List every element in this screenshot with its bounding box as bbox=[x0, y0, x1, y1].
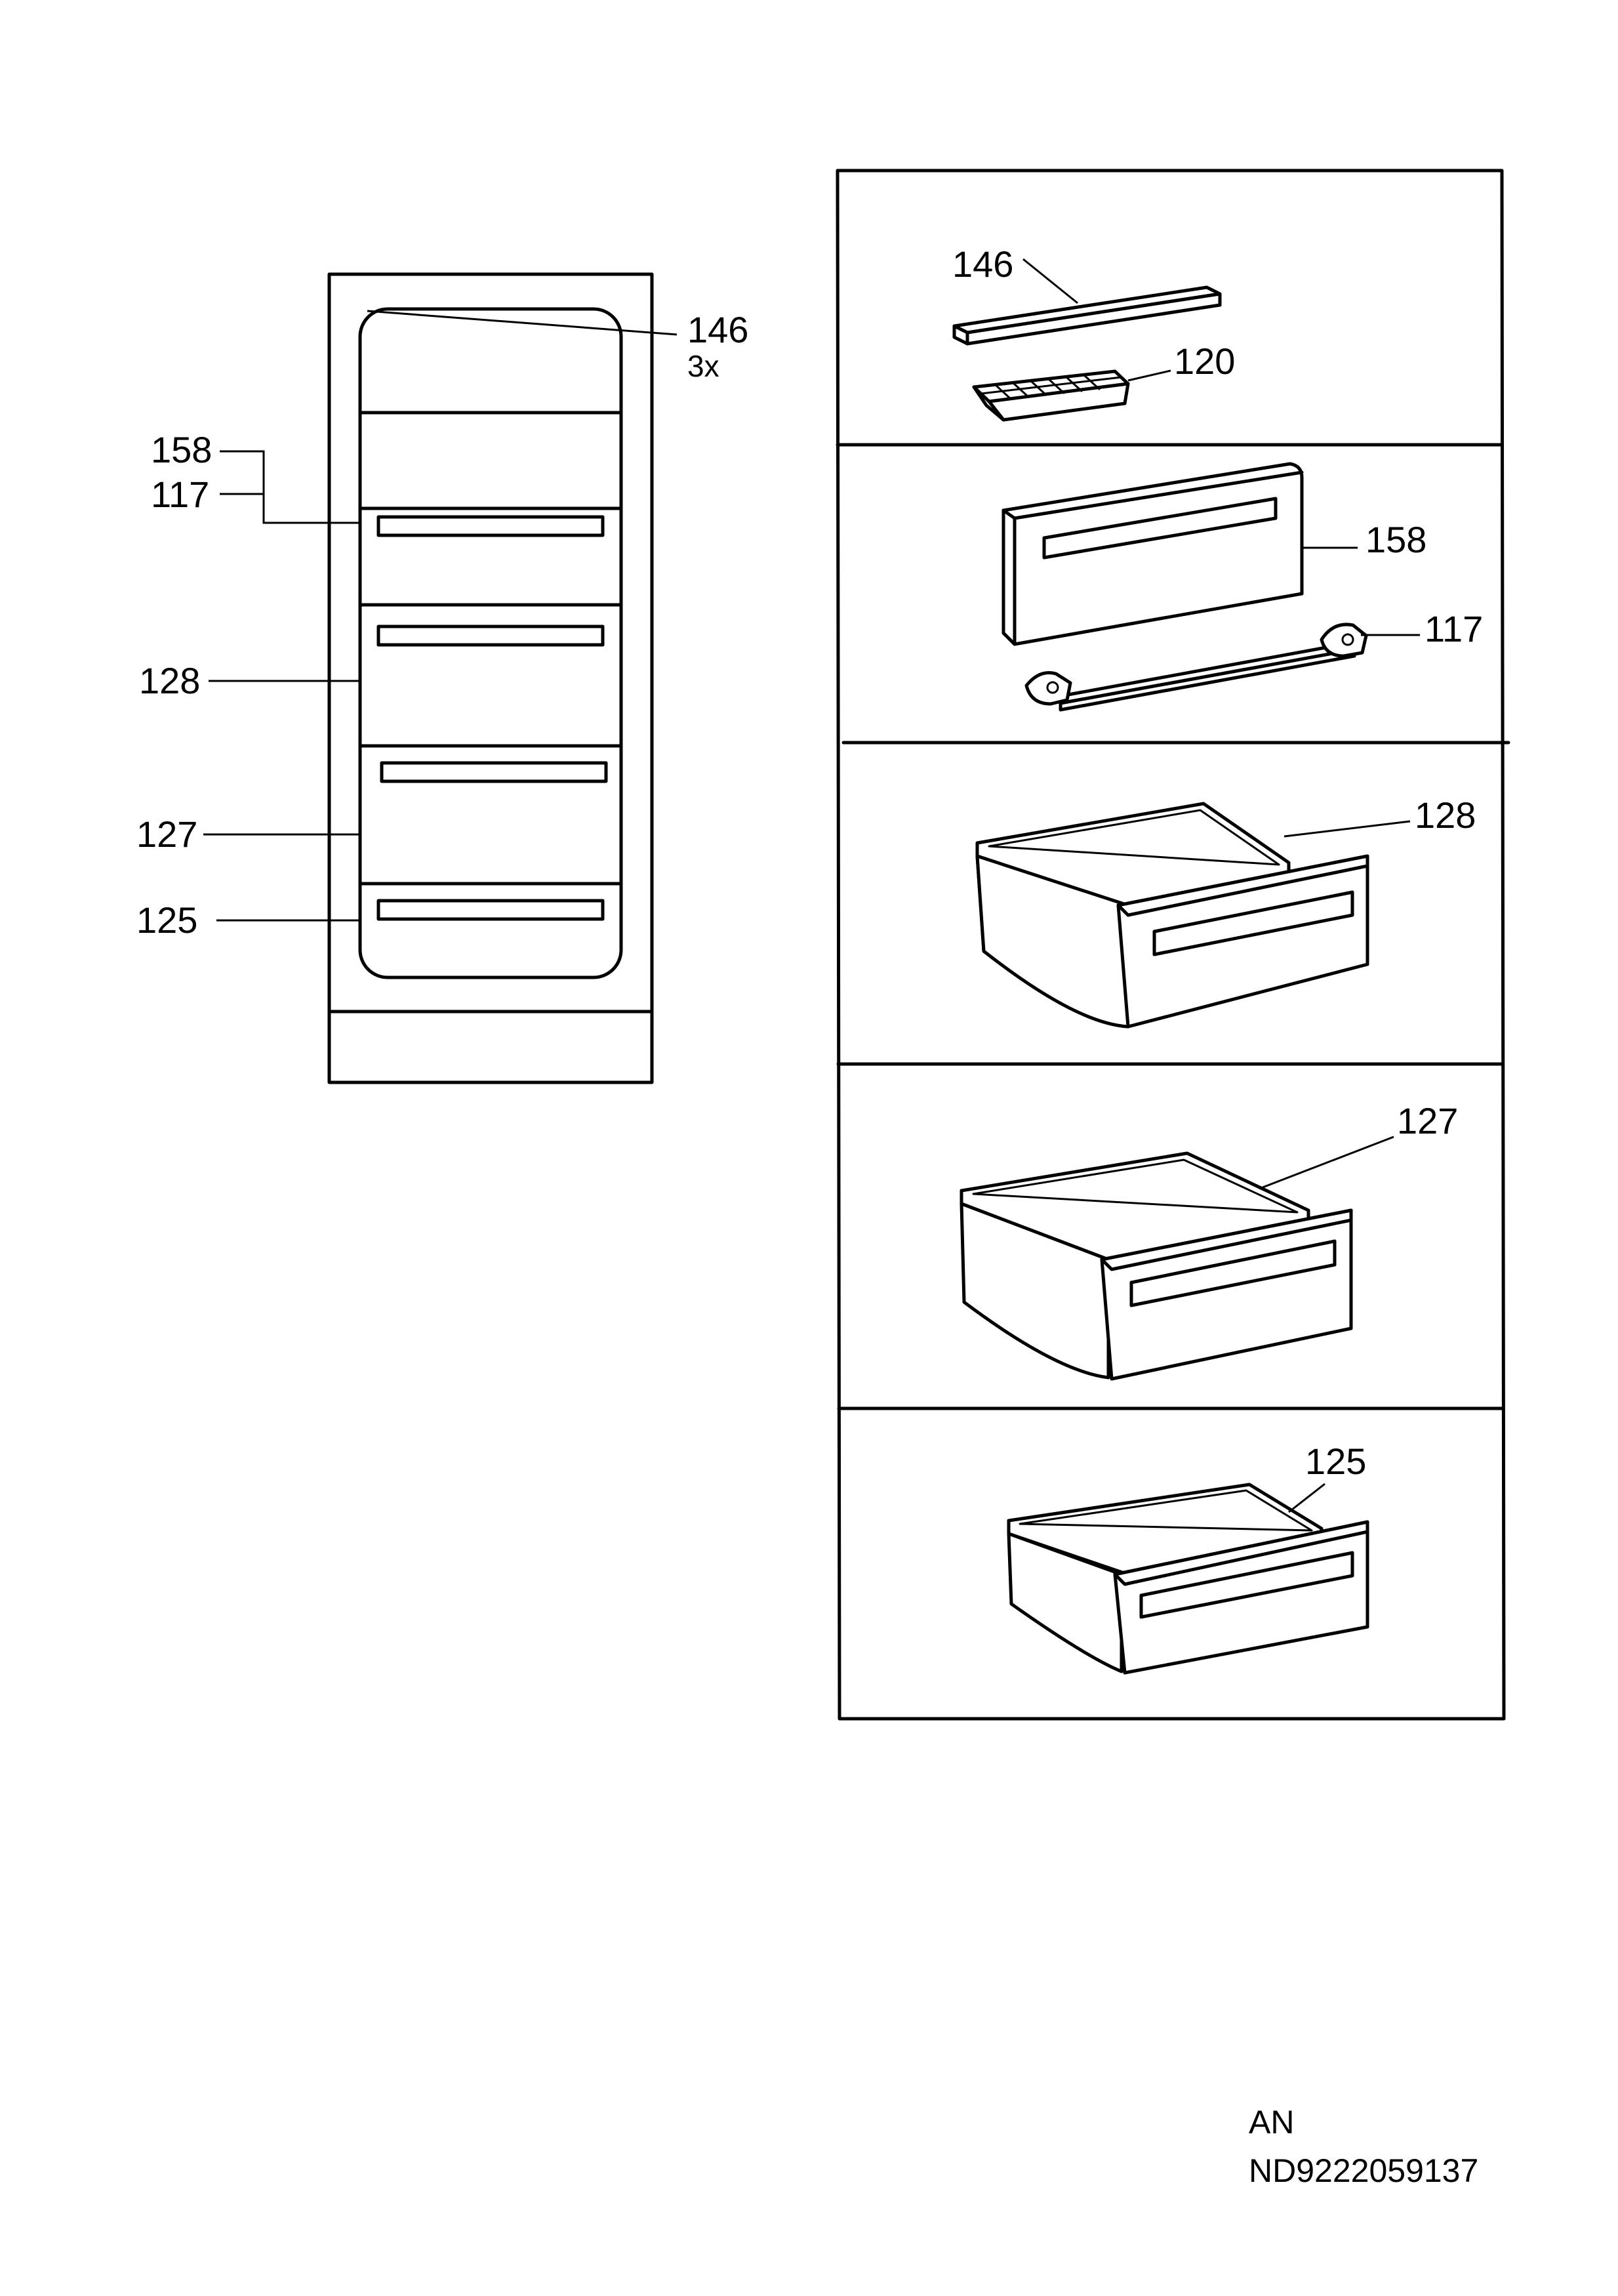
panel-125: 125 bbox=[1007, 1441, 1369, 1675]
label-128-detail: 128 bbox=[1415, 794, 1476, 836]
panel-146-120: 146 120 bbox=[952, 243, 1235, 422]
footer-line-1: AN bbox=[1249, 2104, 1294, 2141]
label-158-detail: 158 bbox=[1365, 519, 1426, 560]
leader-127-detail bbox=[1259, 1136, 1394, 1190]
part-158-drawer-front bbox=[1001, 462, 1304, 646]
footer-line-2: ND9222059137 bbox=[1249, 2152, 1478, 2189]
handle-128 bbox=[376, 625, 605, 647]
handle-127 bbox=[380, 761, 608, 783]
callout-117: 117 bbox=[151, 474, 209, 515]
part-125-drawer bbox=[1007, 1483, 1369, 1675]
part-127-drawer bbox=[960, 1151, 1353, 1381]
label-146-detail: 146 bbox=[952, 243, 1013, 285]
detail-frame-outline bbox=[836, 169, 1506, 1721]
part-120-ice-tray bbox=[972, 369, 1130, 422]
leader-146-detail bbox=[1022, 258, 1078, 304]
label-117-detail: 117 bbox=[1425, 608, 1483, 649]
callout-125: 125 bbox=[136, 899, 197, 941]
leader-120 bbox=[1127, 369, 1171, 382]
part-146-strip-front bbox=[965, 292, 1222, 346]
panel-128: 128 bbox=[975, 794, 1476, 1029]
part-117-rail bbox=[1024, 623, 1368, 712]
leader-146 bbox=[367, 310, 678, 336]
part-125-handle bbox=[1139, 1551, 1354, 1619]
callout-158: 158 bbox=[151, 429, 212, 470]
leader-158-117 bbox=[220, 450, 360, 524]
cabinet-interior bbox=[358, 307, 623, 979]
label-125-detail: 125 bbox=[1305, 1441, 1366, 1482]
label-127-detail: 127 bbox=[1397, 1100, 1458, 1141]
freezer-overview: 146 3x 158 117 128 127 125 bbox=[136, 272, 748, 1084]
callout-146: 146 bbox=[687, 309, 748, 350]
callout-146-qty: 3x bbox=[687, 349, 719, 383]
part-127-handle bbox=[1129, 1239, 1337, 1307]
panel-158-117: 158 117 bbox=[1001, 462, 1483, 712]
part-158-handle bbox=[1042, 497, 1278, 560]
callout-127: 127 bbox=[136, 813, 197, 855]
leader-125-detail bbox=[1288, 1483, 1325, 1513]
part-128-handle bbox=[1152, 890, 1354, 956]
leader-128-detail bbox=[1284, 820, 1411, 838]
label-120-detail: 120 bbox=[1174, 340, 1235, 382]
panel-127: 127 bbox=[960, 1100, 1458, 1381]
callout-128: 128 bbox=[139, 660, 200, 701]
handle-158 bbox=[376, 515, 605, 537]
detail-frame bbox=[836, 169, 1510, 1721]
part-128-drawer bbox=[975, 802, 1369, 1029]
handle-125 bbox=[376, 899, 605, 921]
cabinet-outline bbox=[327, 272, 654, 1084]
